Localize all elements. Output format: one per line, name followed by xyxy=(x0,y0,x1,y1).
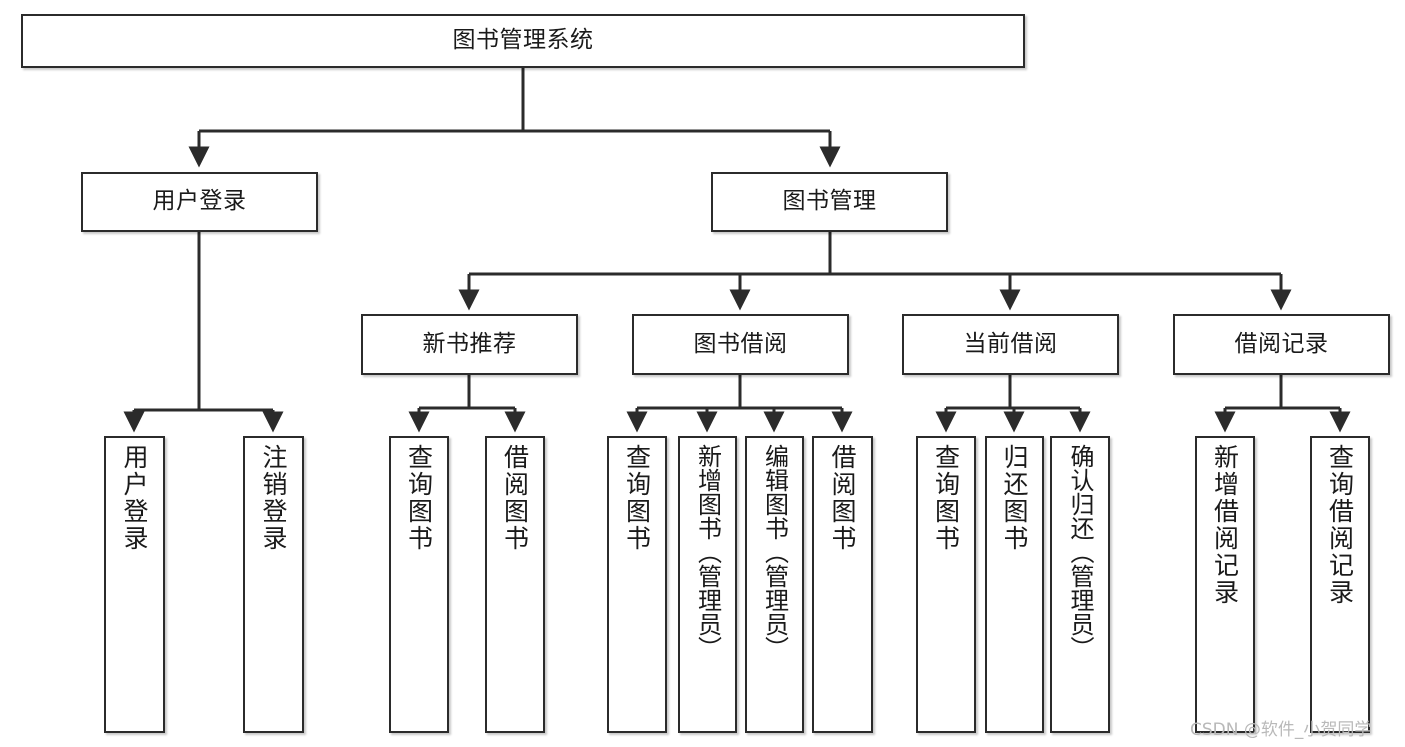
node-leaf-add-borrow-record-label: 新增借阅记录 xyxy=(1210,444,1240,606)
node-leaf-confirm-return-admin-label: 确认归还（管理员） xyxy=(1066,444,1094,660)
node-book-borrow-label: 图书借阅 xyxy=(693,330,788,357)
node-leaf-return-book[interactable]: 归还图书 xyxy=(985,436,1044,733)
node-current-borrow-label: 当前借阅 xyxy=(963,330,1058,357)
node-book-borrow[interactable]: 图书借阅 xyxy=(632,314,849,375)
node-borrow-record[interactable]: 借阅记录 xyxy=(1173,314,1390,375)
node-leaf-query-book-3-label: 查询图书 xyxy=(931,444,961,552)
node-book-manage[interactable]: 图书管理 xyxy=(711,172,948,232)
node-leaf-query-book-1[interactable]: 查询图书 xyxy=(389,436,449,733)
node-leaf-add-book-admin-label: 新增图书（管理员） xyxy=(693,444,722,660)
node-book-manage-label: 图书管理 xyxy=(782,188,877,215)
node-leaf-query-borrow-record-label: 查询借阅记录 xyxy=(1325,444,1355,606)
node-leaf-query-borrow-record[interactable]: 查询借阅记录 xyxy=(1310,436,1370,733)
node-root[interactable]: 图书管理系统 xyxy=(21,14,1025,68)
node-leaf-add-book-admin[interactable]: 新增图书（管理员） xyxy=(678,436,737,733)
node-leaf-borrow-book-2[interactable]: 借阅图书 xyxy=(812,436,873,733)
node-leaf-query-book-2-label: 查询图书 xyxy=(622,444,652,552)
node-new-book-recommend-label: 新书推荐 xyxy=(422,330,517,357)
csdn-watermark: CSDN @软件_小贺同学 xyxy=(1190,720,1372,740)
node-leaf-add-borrow-record[interactable]: 新增借阅记录 xyxy=(1195,436,1255,733)
node-leaf-borrow-book-1[interactable]: 借阅图书 xyxy=(485,436,545,733)
node-leaf-confirm-return-admin[interactable]: 确认归还（管理员） xyxy=(1050,436,1110,733)
node-leaf-borrow-book-2-label: 借阅图书 xyxy=(828,444,857,552)
node-leaf-query-book-3[interactable]: 查询图书 xyxy=(916,436,976,733)
node-leaf-user-login-label: 用户登录 xyxy=(120,444,149,552)
node-leaf-user-login[interactable]: 用户登录 xyxy=(104,436,165,733)
node-leaf-query-book-1-label: 查询图书 xyxy=(404,444,434,552)
node-user-login-label: 用户登录 xyxy=(152,188,247,215)
node-borrow-record-label: 借阅记录 xyxy=(1234,330,1329,357)
node-leaf-edit-book-admin-label: 编辑图书（管理员） xyxy=(760,444,789,660)
node-user-login[interactable]: 用户登录 xyxy=(81,172,318,232)
node-root-label: 图书管理系统 xyxy=(452,27,594,54)
node-new-book-recommend[interactable]: 新书推荐 xyxy=(361,314,578,375)
node-current-borrow[interactable]: 当前借阅 xyxy=(902,314,1119,375)
node-leaf-logout-login[interactable]: 注销登录 xyxy=(243,436,304,733)
node-leaf-query-book-2[interactable]: 查询图书 xyxy=(607,436,667,733)
node-leaf-edit-book-admin[interactable]: 编辑图书（管理员） xyxy=(745,436,804,733)
node-leaf-logout-login-label: 注销登录 xyxy=(259,444,288,552)
node-leaf-return-book-label: 归还图书 xyxy=(1000,444,1029,552)
node-leaf-borrow-book-1-label: 借阅图书 xyxy=(500,444,530,552)
